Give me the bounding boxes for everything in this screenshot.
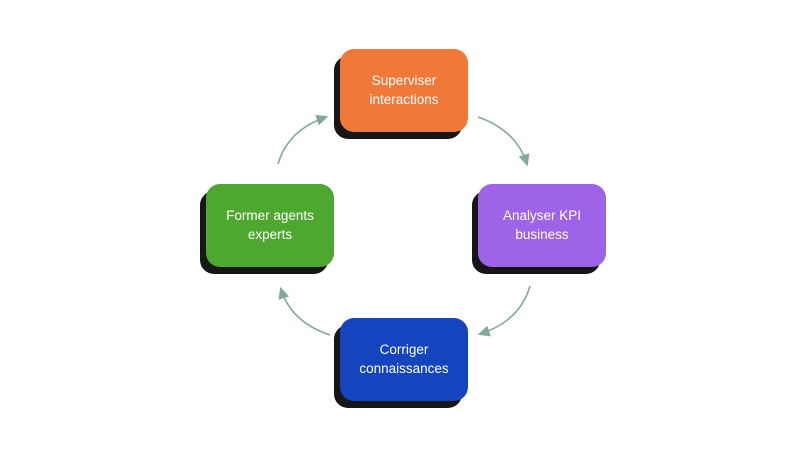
node-analyser-kpi-business: Analyser KPI business [478, 184, 606, 267]
node-label: Analyser KPI business [502, 208, 582, 242]
node-superviser-interactions: Superviser interactions [340, 49, 468, 132]
node-label: Former agents experts [226, 208, 314, 242]
arrow-left-to-top [277, 114, 329, 165]
arrow-right-to-bottom [477, 285, 531, 337]
arrow-top-to-right [477, 116, 530, 167]
node-label: Corriger connaissances [359, 342, 449, 376]
arrow-bottom-to-left [278, 286, 331, 336]
node-former-agents-experts: Former agents experts [206, 184, 334, 267]
node-corriger-connaissances: Corriger connaissances [340, 318, 468, 401]
node-label: Superviser interactions [369, 73, 439, 107]
